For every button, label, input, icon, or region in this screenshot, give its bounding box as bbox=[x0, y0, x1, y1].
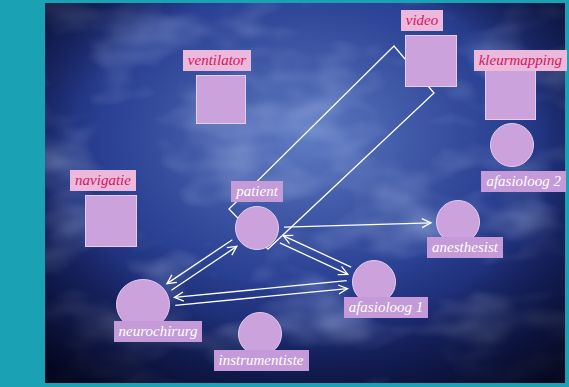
role-label: patient bbox=[231, 181, 283, 202]
role-label: afasioloog 2 bbox=[481, 171, 566, 192]
arrow-connector bbox=[280, 235, 351, 274]
arrowhead bbox=[338, 266, 348, 274]
arrowhead bbox=[174, 292, 183, 301]
circle-outline bbox=[490, 123, 534, 167]
arrowhead bbox=[422, 219, 431, 228]
circle-outline bbox=[235, 206, 279, 250]
device-square: kleurmapping bbox=[485, 70, 536, 120]
arrowhead bbox=[227, 246, 237, 255]
person-circle: neurochirurg bbox=[116, 279, 170, 330]
device-label: video bbox=[401, 10, 443, 31]
device-label: navigatie bbox=[70, 170, 136, 191]
person-circle: afasioloog 2 bbox=[490, 123, 534, 167]
arrow-connector bbox=[167, 240, 237, 291]
device-square: navigatie bbox=[85, 195, 137, 247]
person-circle: patient bbox=[235, 206, 279, 250]
device-label: kleurmapping bbox=[474, 50, 567, 71]
arrowhead bbox=[167, 275, 177, 284]
arrow-line bbox=[167, 240, 232, 284]
device-label: ventilator bbox=[183, 50, 251, 71]
person-circle: anesthesist bbox=[436, 200, 480, 244]
arrow-line bbox=[283, 236, 351, 267]
role-label: afasioloog 1 bbox=[344, 297, 429, 318]
person-circle: instrumentiste bbox=[238, 312, 282, 356]
circle-shape bbox=[236, 207, 279, 250]
arrow-line bbox=[280, 243, 348, 274]
arrow-connector bbox=[284, 219, 431, 228]
role-label: instrumentiste bbox=[214, 350, 309, 371]
circle-shape bbox=[491, 124, 534, 167]
camera-field bbox=[229, 46, 434, 249]
person-circle: afasioloog 1 bbox=[352, 260, 396, 304]
device-square: video bbox=[405, 35, 457, 87]
device-square: ventilator bbox=[196, 75, 246, 124]
arrow-line bbox=[171, 246, 236, 290]
arrow-line bbox=[284, 223, 431, 227]
arrow-connector bbox=[174, 281, 347, 306]
arrow-line bbox=[175, 289, 347, 306]
arrow-line bbox=[174, 281, 346, 298]
role-label: anesthesist bbox=[427, 237, 503, 258]
arrowhead bbox=[338, 285, 347, 294]
arrowhead bbox=[283, 235, 293, 243]
role-label: neurochirurg bbox=[114, 321, 203, 342]
